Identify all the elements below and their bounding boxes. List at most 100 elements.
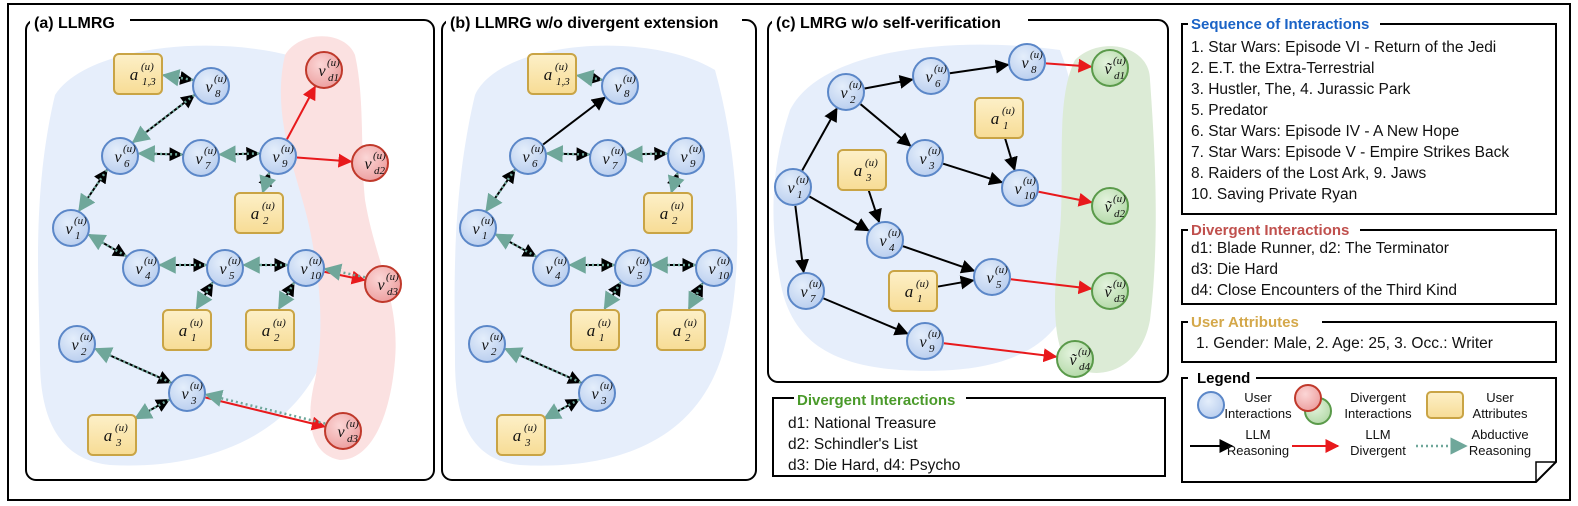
node-label-v4: v [545, 261, 553, 278]
legend-divergent-arrow-label-1: LLM [1365, 427, 1390, 442]
legend-divergent-label-2: Interactions [1344, 406, 1412, 421]
node-sub-d2: d2 [374, 165, 386, 177]
divergent-box-title-bg [1188, 221, 1360, 239]
node-sub-v4: 4 [889, 242, 895, 254]
node-sub-vd3: d3 [1114, 293, 1126, 305]
node-label-v10: v [708, 261, 716, 278]
divergent-item: d4: Close Encounters of the Third Kind [1191, 282, 1457, 299]
node-sup-v4: (u) [888, 227, 901, 239]
node-sup-a3: (u) [524, 422, 537, 434]
node-sub-v8: 8 [624, 88, 630, 100]
attribute-box-shape [234, 192, 284, 234]
sequence-item: 7. Star Wars: Episode V - Empire Strikes… [1191, 144, 1509, 161]
attribute-box-shape [656, 309, 706, 351]
divergent-item: d3: Die Hard [1191, 261, 1278, 278]
node-sub-v3: 3 [190, 395, 197, 407]
edge-c-v9-vd4 [943, 342, 1058, 363]
node-sub-a3: 3 [115, 437, 122, 449]
edge-c-a1top-v10 [1004, 137, 1018, 172]
node-label-v6: v [522, 149, 530, 166]
node-label-a2top: a [660, 204, 669, 223]
node-sup-a1top: (u) [1002, 105, 1015, 117]
node-sub-v1: 1 [482, 230, 488, 242]
node-label-v4: v [135, 261, 143, 278]
node-sup-v7: (u) [809, 278, 822, 290]
sequence-item: 3. Hustler, The, 4. Jurassic Park [1191, 81, 1411, 98]
node-sub-v7: 7 [205, 160, 211, 172]
node-sup-v8: (u) [214, 73, 227, 85]
legend-attribute-label-1: User [1486, 390, 1514, 405]
node-sup-v4: (u) [554, 255, 567, 267]
node-label-vd2: ṽ [1104, 199, 1112, 216]
node-label-d2: v [364, 156, 372, 173]
node-sup-a2top: (u) [262, 200, 275, 212]
node-sub-d3b: d3 [347, 433, 359, 445]
node-sup-d3b: (u) [346, 418, 359, 430]
edge-b-v7-v6 [545, 145, 590, 163]
node-sup-v3: (u) [190, 380, 203, 392]
node-circle [1056, 340, 1094, 378]
legend-folded-corner [1535, 461, 1556, 482]
node-circle [52, 209, 90, 247]
node-sup-a2b: (u) [684, 317, 697, 329]
node-circle [459, 209, 497, 247]
edge-b-v6-v1 [485, 169, 516, 213]
node-sub-v5: 5 [637, 270, 643, 282]
edge-a-v6-v1 [78, 169, 108, 213]
edge-c-a1b-v5 [937, 275, 975, 290]
node-sub-v8: 8 [1031, 64, 1037, 76]
node-sup-v5: (u) [636, 255, 649, 267]
node-sub-v10: 10 [310, 270, 322, 282]
node-label-a3: a [513, 426, 522, 445]
node-label-v2: v [840, 85, 848, 102]
node-sub-v4: 4 [145, 270, 151, 282]
node-sup-v10: (u) [1023, 175, 1036, 187]
node-circle [364, 265, 402, 303]
node-circle [695, 249, 733, 287]
edge-a-d3b-v3 [204, 389, 326, 425]
node-sup-v10: (u) [309, 255, 322, 267]
node-label-v3: v [591, 386, 599, 403]
node-circle [182, 139, 220, 177]
edge-c-v6-v8 [949, 59, 1010, 75]
attribute-box-shape [837, 149, 887, 191]
legend-title: Legend [1197, 370, 1250, 387]
node-circle [774, 168, 812, 206]
node-label-v3: v [181, 386, 189, 403]
divergent-c-item: d2: Schindler's List [788, 436, 918, 453]
attributes-box-title-bg [1188, 313, 1322, 331]
node-sup-v8: (u) [1030, 49, 1043, 61]
attributes-item: 1. Gender: Male, 2. Age: 25, 3. Occ.: Wr… [1196, 335, 1493, 352]
attribute-box-shape [570, 309, 620, 351]
node-sub-a1: 1 [599, 332, 605, 344]
node-label-v2: v [71, 337, 79, 354]
node-sub-a1b: 1 [917, 293, 923, 305]
legend-abductive-label-1: Abductive [1471, 427, 1528, 442]
node-sup-a13: (u) [141, 61, 154, 73]
node-circle [1091, 187, 1129, 225]
node-sub-vd2: d2 [1114, 208, 1126, 220]
edge-c-v3-v10 [942, 162, 1004, 186]
node-label-vd4: ṽ [1069, 352, 1077, 369]
node-label-v10: v [300, 261, 308, 278]
node-label-v1: v [787, 180, 795, 197]
legend-user-node-icon [1197, 391, 1225, 419]
node-label-v1: v [472, 221, 480, 238]
node-sub-v1: 1 [75, 230, 81, 242]
legend-box: Legend User Interactions Divergent Inter… [1181, 369, 1557, 483]
node-sub-a2top: 2 [263, 215, 269, 227]
